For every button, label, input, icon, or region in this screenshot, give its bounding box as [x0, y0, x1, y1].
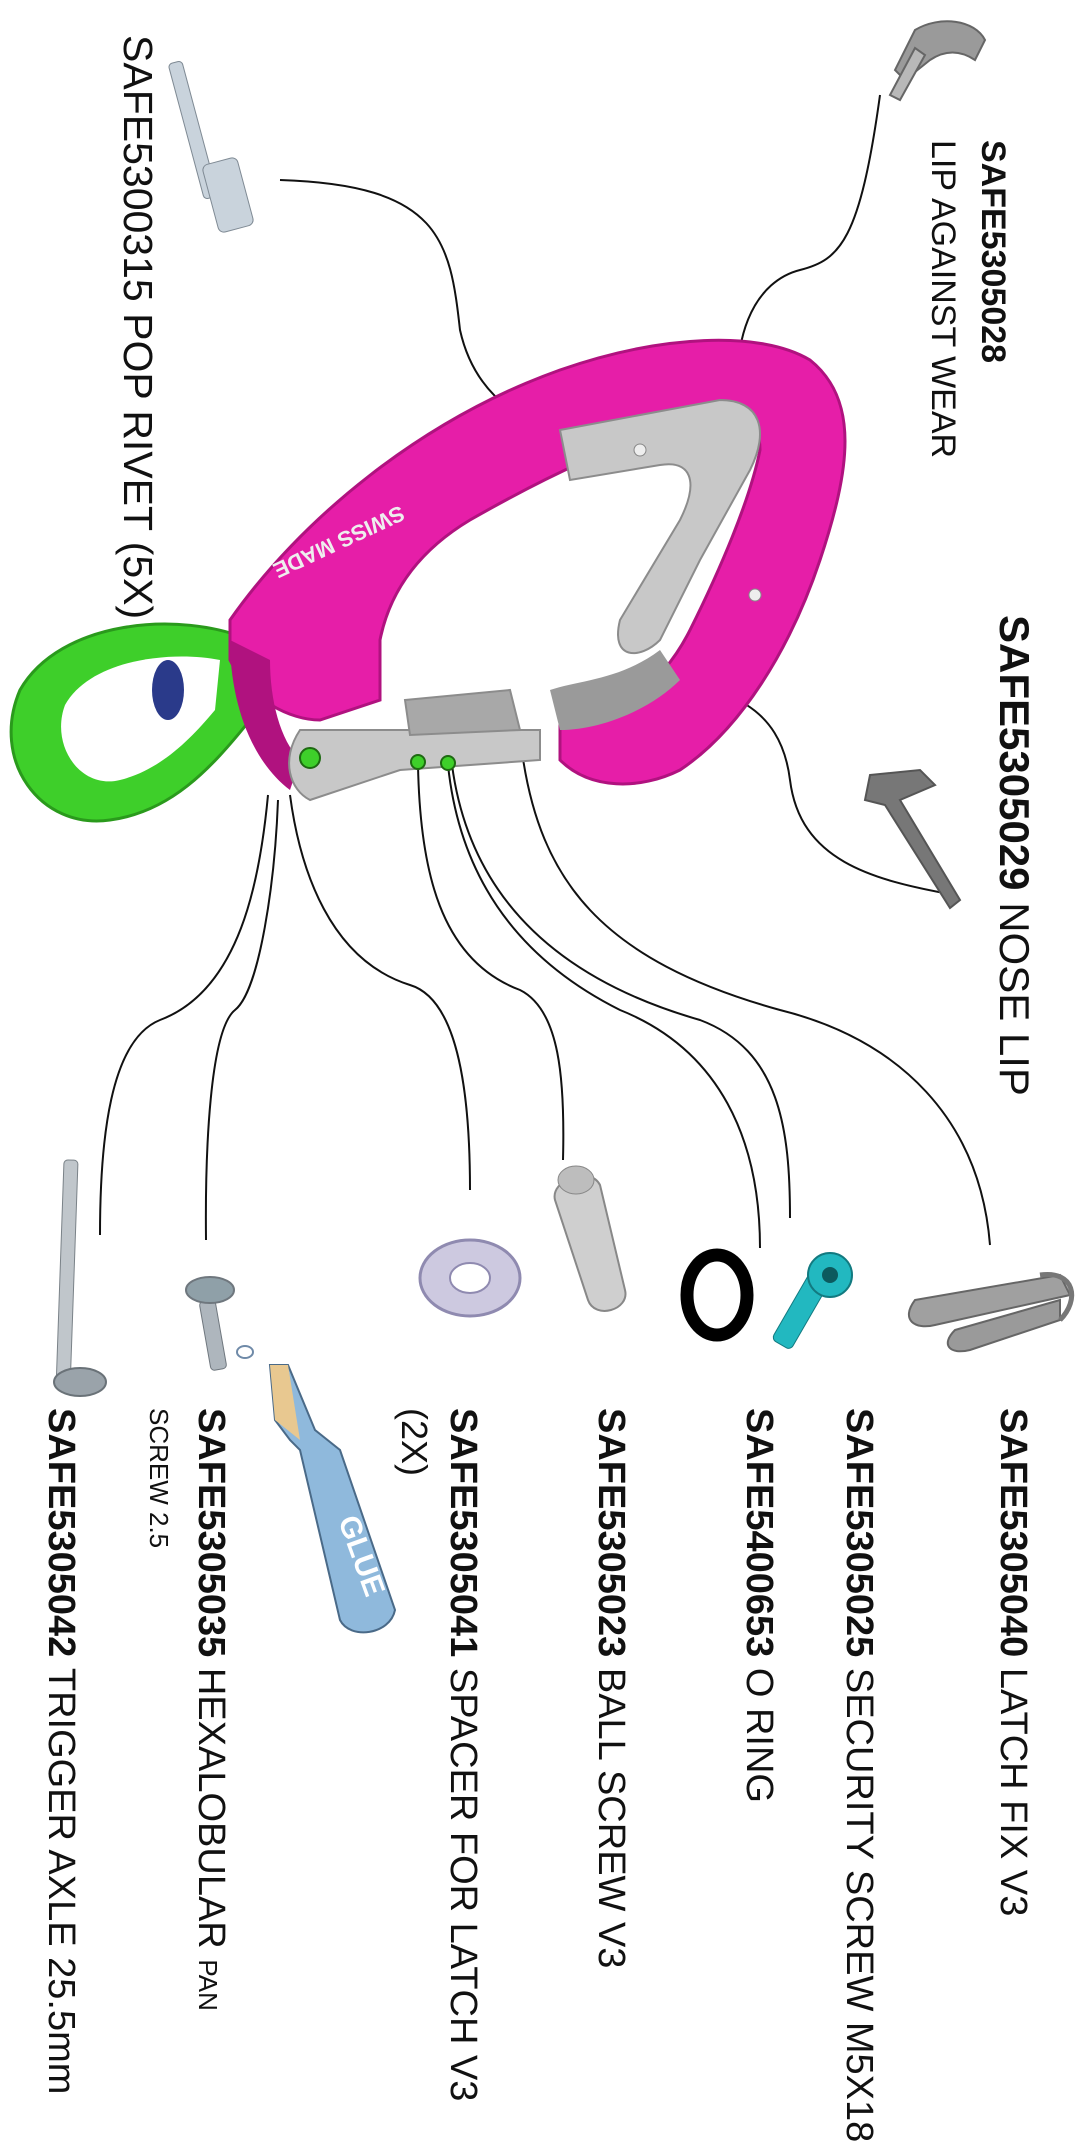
leader-security-screw [452, 765, 790, 1218]
leader-axle [100, 795, 268, 1235]
leader-latch-fix [522, 752, 990, 1245]
label-spacer: SAFE5305041 SPACER FOR LATCH V3 [444, 1408, 482, 2101]
diagram-artwork: SWISS MADE GLUE [0, 0, 1083, 2087]
label-o-ring: SAFE5400653 O RING [740, 1408, 778, 1803]
label-lip-against-wear-name: LIP AGAINST WEAR [926, 140, 960, 458]
ball-screw-part-icon [555, 1166, 626, 1311]
label-security-screw: SAFE5305025 SECURITY SCREW M5X18 [840, 1408, 878, 2142]
label-hexalobular-line2: SCREW 2.5 [146, 1408, 172, 1548]
latch-fix-part-icon [909, 1274, 1072, 1351]
trigger-axle-part-icon [54, 1160, 106, 1396]
o-ring-part-icon [687, 1255, 747, 1335]
label-hexalobular: SAFE5305035 HEXALOBULAR PAN [192, 1408, 230, 2011]
leader-spacer [290, 795, 470, 1190]
swivel-eye [11, 624, 250, 821]
label-pop-rivet: SAFE5300315 POP RIVET (5X) [117, 35, 158, 619]
carabiner-body: SWISS MADE [230, 340, 845, 800]
spacer-part-icon [420, 1240, 520, 1316]
leader-o-ring [448, 765, 760, 1248]
glue-tube-icon: GLUE [237, 1346, 395, 1632]
label-nose-lip: SAFE5305029 NOSE LIP [993, 615, 1035, 1096]
security-screw-part-icon [771, 1253, 852, 1350]
rivet-part-icon [168, 61, 254, 234]
label-ball-screw: SAFE5305023 BALL SCREW V3 [592, 1408, 630, 1968]
label-lip-against-wear: SAFE5305028 [976, 140, 1010, 363]
label-spacer-count: (2X) [396, 1408, 432, 1476]
label-latch-fix: SAFE5305040 LATCH FIX V3 [994, 1408, 1032, 1916]
leader-ball-screw [418, 765, 563, 1160]
leader-hexalobular [206, 800, 278, 1240]
exploded-parts-diagram: SWISS MADE GLUE [0, 0, 1083, 2087]
hexalobular-screw-part-icon [186, 1277, 234, 1371]
lip-part-icon [890, 21, 985, 100]
label-trigger-axle: SAFE5305042 TRIGGER AXLE 25.5mm [42, 1408, 80, 2094]
